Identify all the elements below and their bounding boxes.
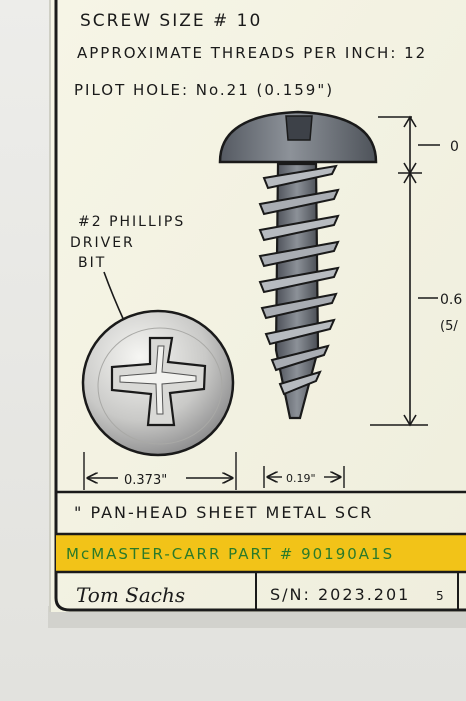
driver-note-line2: DRIVER [70, 235, 135, 251]
screw-head-front-view [81, 309, 235, 457]
length-value: 0.6 [440, 292, 462, 308]
length-fraction: (5/ [440, 319, 458, 334]
screw-head-slot [285, 115, 313, 141]
pilot-hole-label: PILOT HOLE: No.21 (0.159") [74, 81, 334, 99]
head-diameter-value: 0.373" [124, 473, 167, 488]
screw-side-view [218, 110, 378, 420]
screw-threads [258, 164, 340, 396]
drawing-panel [50, 0, 466, 612]
artist-signature: Tom Sachs [76, 583, 185, 607]
screw-size-label: SCREW SIZE # 10 [80, 11, 262, 31]
threads-per-inch-label: APPROXIMATE THREADS PER INCH: 12 [77, 44, 427, 62]
yellow-part-band [56, 534, 466, 572]
drawing-border [54, 0, 466, 612]
part-number-label: McMASTER-CARR PART # 90190A1S [66, 545, 394, 563]
product-title: " PAN-HEAD SHEET METAL SCR [74, 503, 373, 522]
driver-note-line3: BIT [78, 255, 106, 271]
length-dimension [370, 115, 440, 427]
edge-mark: 5 [436, 589, 444, 603]
head-height-value: 0 [450, 139, 459, 155]
diameter-dimensions [83, 452, 345, 490]
shank-diameter-value: 0.19" [286, 472, 316, 485]
driver-note-line1: #2 PHILLIPS [78, 214, 185, 230]
serial-number: S/N: 2023.201 [270, 585, 410, 604]
